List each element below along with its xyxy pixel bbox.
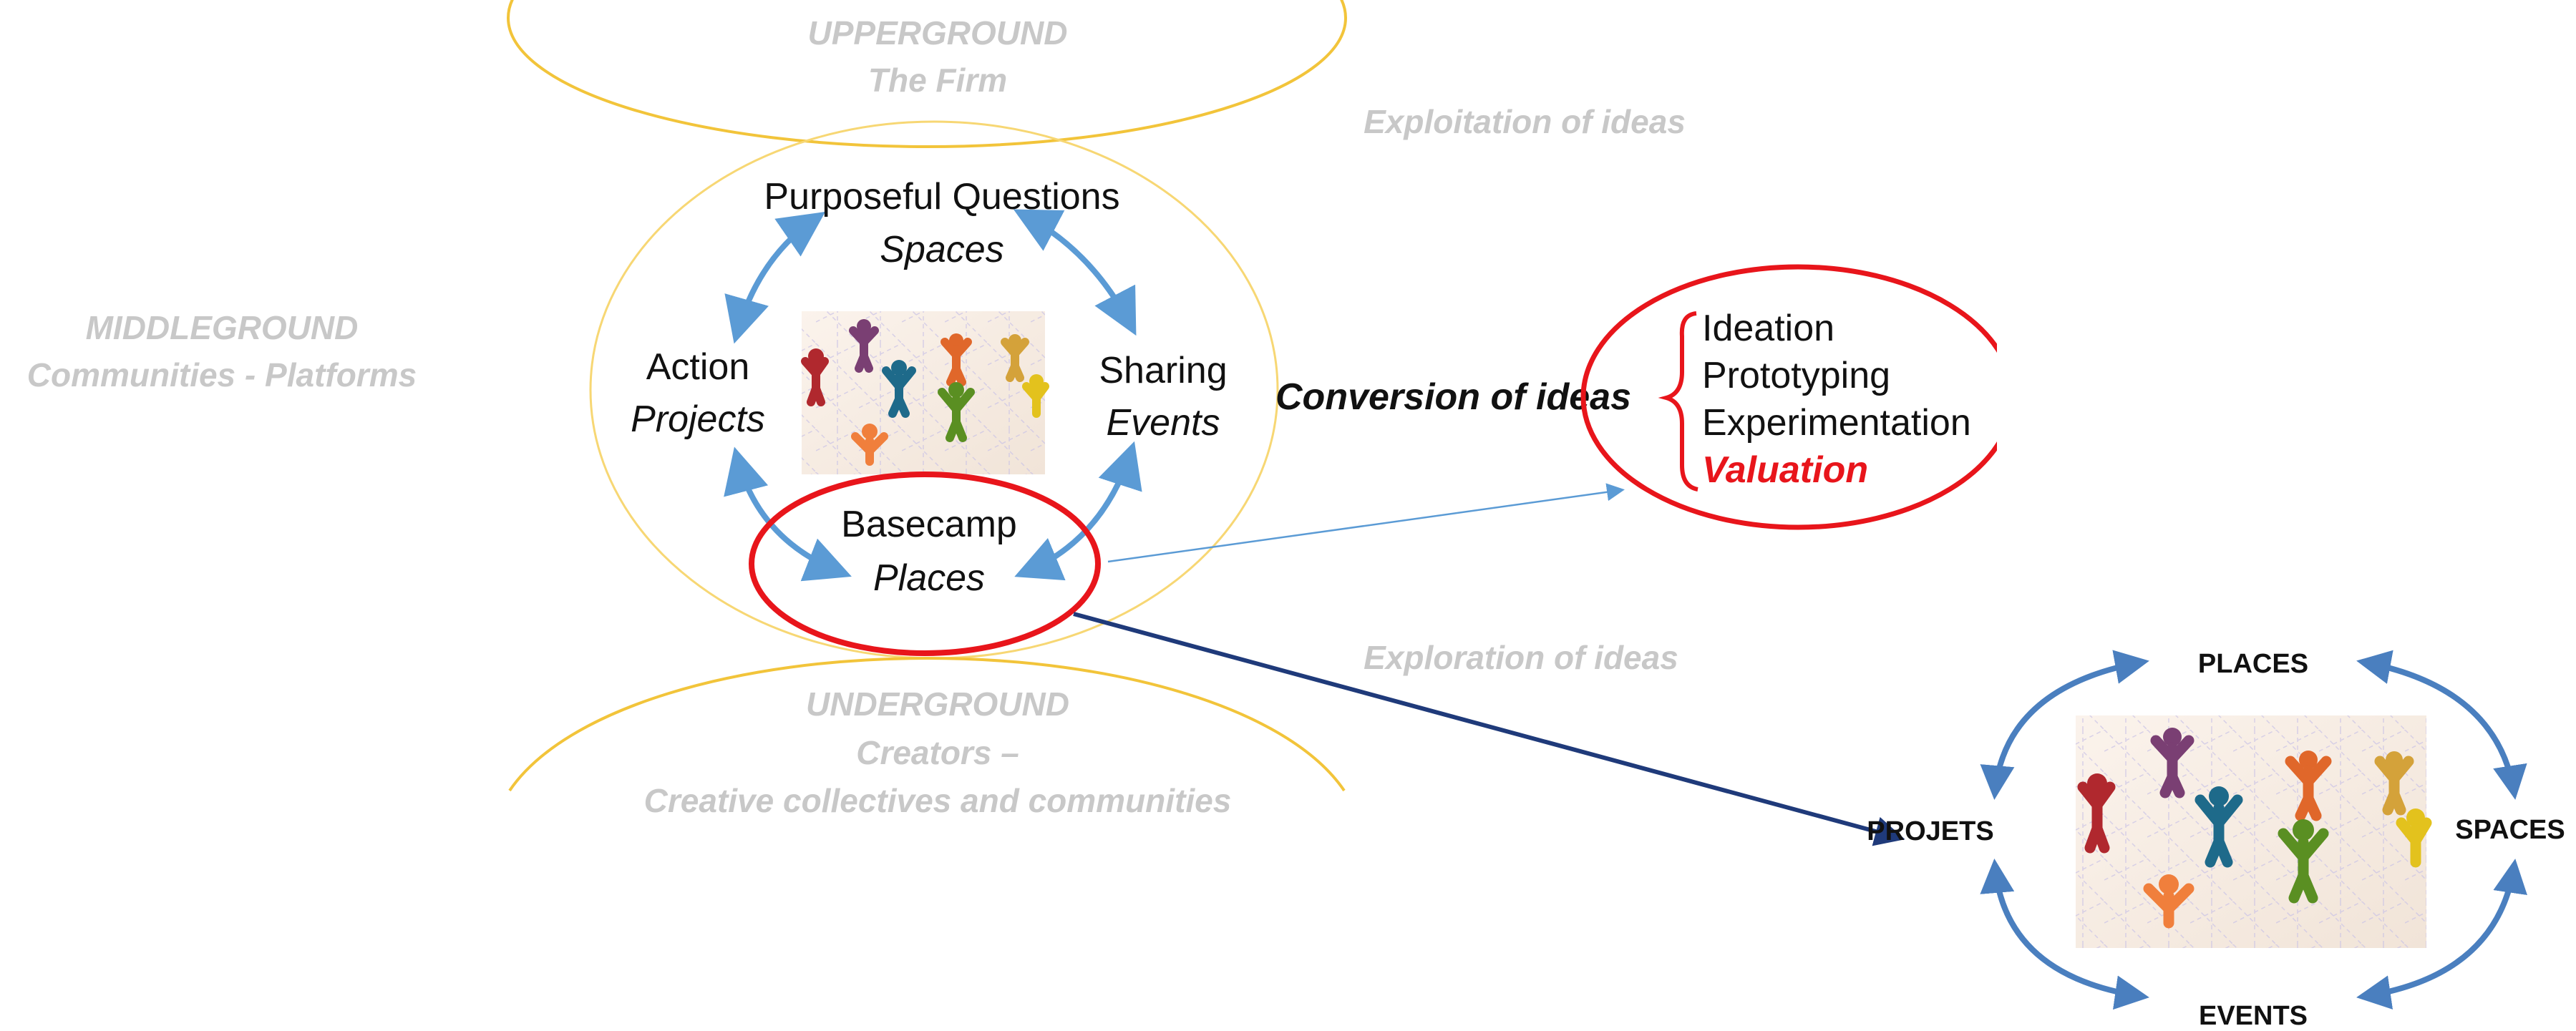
middleground-subtitle: Communities - Platforms xyxy=(27,356,417,394)
small-cycle-top: PLACES xyxy=(2198,649,2308,679)
underground-subtitle: Creators – xyxy=(856,734,1019,771)
small-arrow-bottom-left xyxy=(1980,859,2149,1010)
cycle-arrow-top-left xyxy=(724,211,826,344)
conversion-step-2: Prototyping xyxy=(1702,355,1890,396)
basecamp-to-conversion-arrow xyxy=(1107,483,1625,563)
basecamp-to-detail-arrow xyxy=(1073,612,1905,846)
people-network-image xyxy=(801,311,1049,474)
middleground-title: MIDDLEGROUND xyxy=(86,309,359,346)
upperground-subtitle: The Firm xyxy=(868,62,1007,99)
conversion-step-3: Experimentation xyxy=(1702,402,1971,444)
exploration-label: Exploration of ideas xyxy=(1364,639,1678,676)
cycle-arrow-bottom-right xyxy=(1014,441,1142,581)
small-arrow-top-left xyxy=(1980,650,2149,800)
underground-title: UNDERGROUND xyxy=(806,685,1069,723)
underground-subtitle-2: Creative collectives and communities xyxy=(644,782,1232,819)
upperground-layer xyxy=(507,0,1347,148)
small-cycle-left: PROJETS xyxy=(1867,816,1993,846)
conversion-step-1: Ideation xyxy=(1702,308,1834,349)
cycle-left-label: Action xyxy=(646,346,750,388)
cycle-left-sub: Projects xyxy=(631,399,765,440)
small-people-image xyxy=(2076,715,2432,948)
small-arrow-bottom-right xyxy=(2356,859,2527,1010)
conversion-step-highlight: Valuation xyxy=(1702,449,1868,491)
small-cycle-right: SPACES xyxy=(2455,815,2565,845)
cycle-bottom-label: Basecamp xyxy=(841,504,1017,545)
small-cycle-bottom: EVENTS xyxy=(2199,1001,2308,1027)
cycle-right-sub: Events xyxy=(1107,402,1220,444)
basecamp-highlight-ellipse xyxy=(749,471,1101,656)
conversion-ellipse xyxy=(1580,264,1997,530)
conversion-label: Conversion of ideas xyxy=(1275,376,1631,418)
cycle-top-label: Purposeful Questions xyxy=(764,176,1119,218)
cycle-top-sub: Spaces xyxy=(880,229,1003,270)
cycle-arrow-bottom-left xyxy=(724,446,852,582)
exploitation-label: Exploitation of ideas xyxy=(1364,103,1686,140)
cycle-bottom-sub: Places xyxy=(873,557,985,599)
upperground-title: UPPERGROUND xyxy=(808,14,1068,52)
cycle-right-label: Sharing xyxy=(1099,350,1227,391)
cycle-arrow-top-right xyxy=(1013,209,1137,336)
conversion-brace-icon xyxy=(1658,311,1698,492)
small-arrow-top-right xyxy=(2356,650,2527,800)
underground-layer xyxy=(508,656,1346,792)
